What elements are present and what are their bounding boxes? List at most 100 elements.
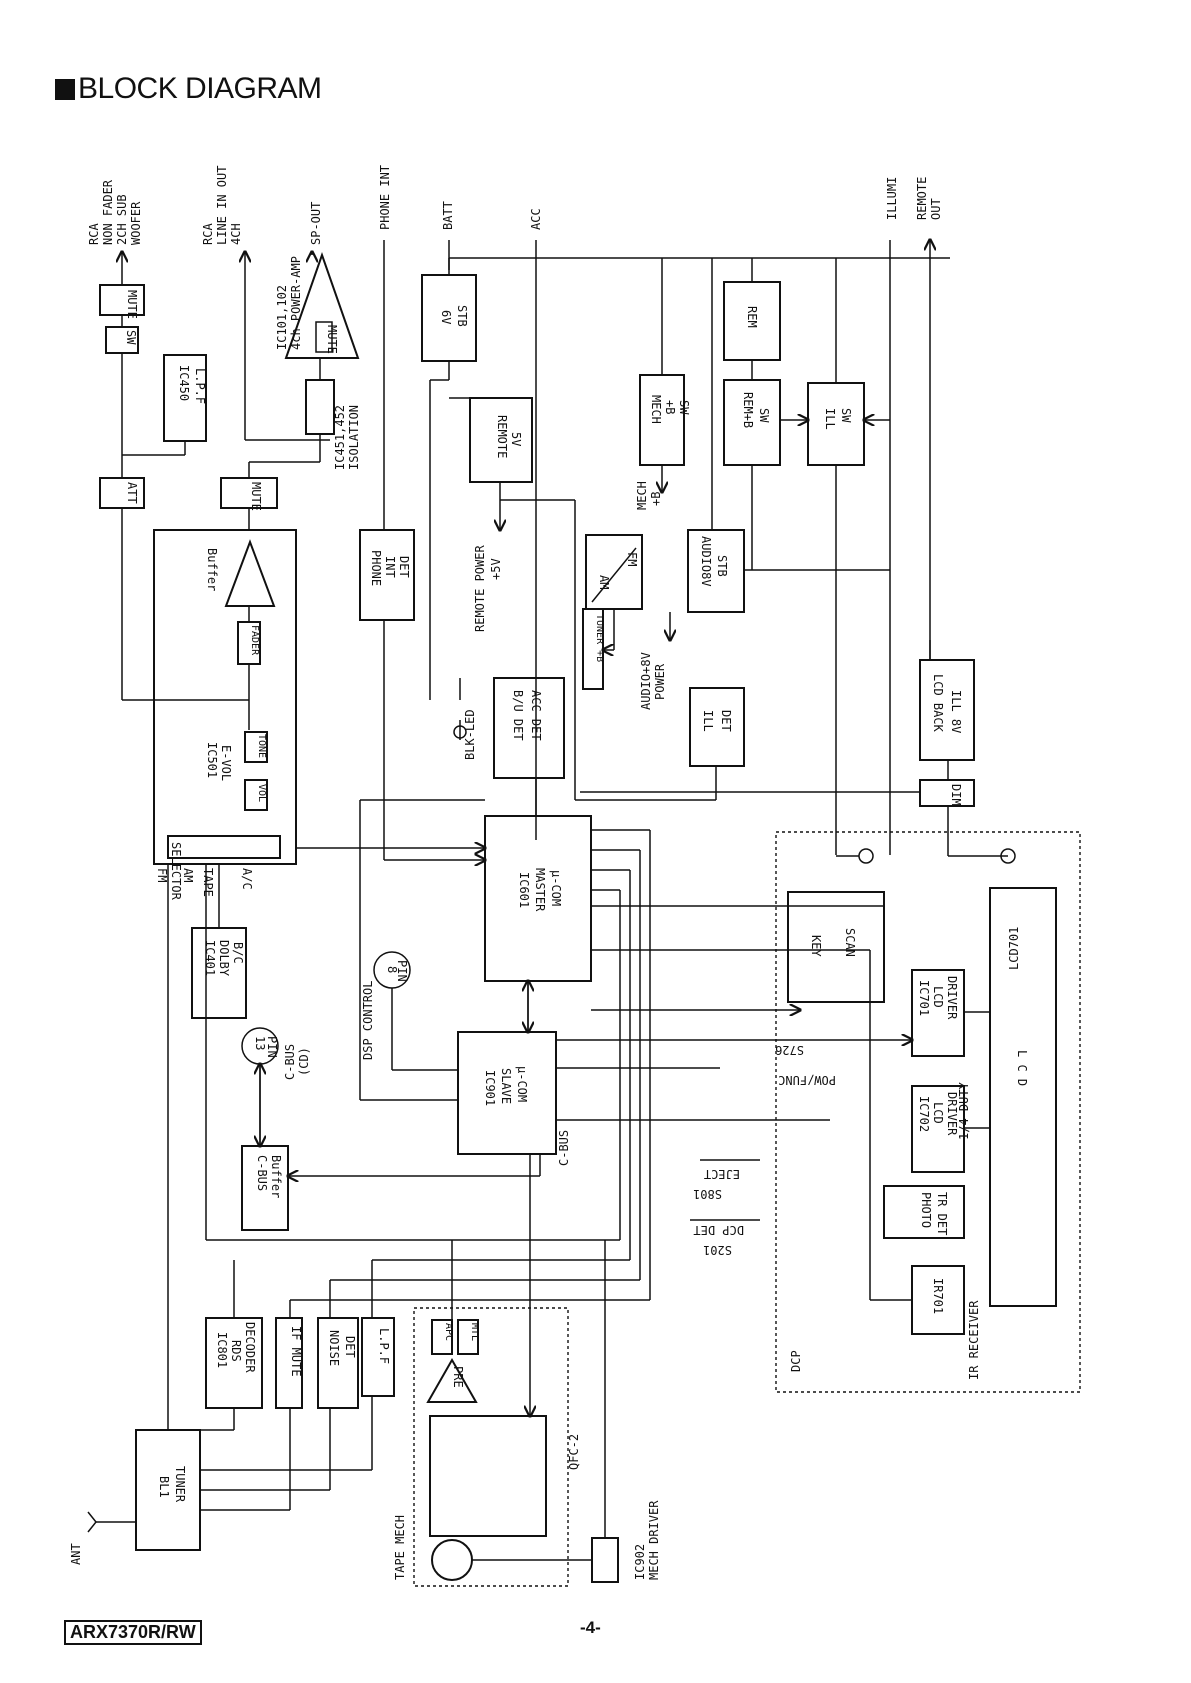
- remote-out-label-2: OUT: [929, 198, 943, 220]
- diagram-element: [153, 529, 297, 865]
- rca-nonfader-label: RCA: [87, 223, 101, 245]
- illumi-label: ILLUMI: [885, 177, 899, 220]
- lcd-backlight-lamp-icon: [1000, 848, 1016, 864]
- mute-block-2: [220, 477, 278, 509]
- audio8v-stb-label: AUDIO8V: [699, 536, 713, 587]
- mech-b-label: MECH: [635, 481, 649, 510]
- ic902-block: [591, 1537, 619, 1583]
- remote-power-label: REMOTE POWER: [473, 545, 487, 632]
- lcd-panel-label: L C D: [1015, 1050, 1029, 1086]
- diagram-element: [315, 321, 333, 353]
- fader-label: FADER: [249, 625, 260, 656]
- ill-sw-label: ILL: [823, 408, 837, 430]
- apc-label: APC: [443, 1323, 454, 1341]
- tuner-label: BL1: [157, 1476, 171, 1498]
- blk-led-icon: [453, 725, 467, 739]
- s201-label: S201: [703, 1243, 732, 1257]
- ic701-block: [911, 969, 965, 1057]
- ic401-label: IC401: [203, 940, 217, 976]
- title-bullet-square: [55, 79, 75, 100]
- ill-sw-label-2: SW: [839, 408, 853, 423]
- photo-tr-label-2: TR DET: [935, 1192, 949, 1235]
- ic401-label-3: B/C: [231, 942, 245, 964]
- signal-line: [591, 547, 637, 603]
- remote-out-label: REMOTE: [915, 177, 929, 220]
- dim-block: [919, 779, 975, 807]
- illumination-lamp-icon: [858, 848, 874, 864]
- lcd701-label: LCD701: [1007, 927, 1021, 970]
- dcp-label: DCP: [789, 1350, 803, 1372]
- ac-input-label: A/C: [240, 868, 254, 890]
- cbus-line-label: C-BUS: [557, 1130, 571, 1166]
- lcd-panel: [989, 887, 1057, 1307]
- att-block-label: ATT: [125, 482, 139, 504]
- mech-b-label-2: +B: [649, 492, 663, 506]
- rca-nonfader-label-3: 2CH SUB: [115, 194, 129, 245]
- batt-label: BATT: [441, 201, 455, 230]
- stb6v-label: 6V: [439, 310, 453, 324]
- audio8v-power-label-2: POWER: [653, 663, 667, 700]
- audio8v-stb-label-2: STB: [715, 555, 729, 577]
- ic702-label-3: DRIVER: [945, 1092, 959, 1136]
- remote-power-label-2: +5V: [489, 558, 503, 580]
- cbus-cd-label-2: (CD): [297, 1047, 311, 1076]
- tape-dashed-boundary: [413, 1307, 569, 1587]
- power-amp-label-2: 4ch POWER-AMP: [289, 256, 303, 350]
- phone-det-block: [359, 529, 415, 621]
- dim-label: DIM: [949, 784, 963, 806]
- isolation-block: [305, 379, 335, 435]
- evol-block: Buffer FADER TONE VOL SELECTOR IC501 E-V…: [121, 529, 485, 901]
- stb6v-label-2: STB: [455, 305, 469, 327]
- vol-block: [244, 779, 268, 811]
- selector-label: SELECTOR: [169, 842, 183, 901]
- page-title: BLOCK DIAGRAM: [55, 72, 322, 106]
- mute-block-2-label: MUTE: [249, 482, 263, 511]
- rca-nonfader-label-2: NON FADER: [101, 179, 115, 245]
- power-amp-triangle: [284, 251, 360, 359]
- master-label-2: MASTER: [533, 868, 547, 912]
- antenna-icon: [87, 1511, 97, 1533]
- tuner-area: BL1 TUNER IC801 RDS DECODER IF MUTE NOIS…: [87, 864, 395, 1551]
- ill-det-label-2: DET: [719, 710, 733, 732]
- ic702-label: IC702: [917, 1096, 931, 1132]
- pre-label: PRE: [451, 1366, 465, 1388]
- duty-label: 1/4 DUTY: [957, 1081, 971, 1140]
- cbus-section: IC401 DOLBY B/C 13 PIN C-BUS (CD) C-BUS …: [191, 864, 620, 1241]
- page-number: -4-: [580, 1618, 601, 1637]
- lcd-back-block: [919, 659, 975, 761]
- lpf2-block: [361, 1317, 395, 1397]
- isolation-label-2: ISOLATION: [347, 405, 361, 470]
- tape-mech-box: [429, 1415, 547, 1537]
- rca-line-label-3: 4CH: [229, 223, 243, 245]
- dsp-control-label: DSP CONTROL: [361, 981, 375, 1060]
- evol-title-2: E-VOL: [219, 745, 233, 781]
- dcp-dashed-boundary: [775, 831, 1081, 1393]
- rca-line-label-2: LINE IN OUT: [215, 166, 229, 245]
- photo-tr-label: PHOTO: [919, 1192, 933, 1228]
- s801-label: S801: [693, 1187, 722, 1201]
- bu-det-label: B/U DET: [511, 690, 525, 741]
- audio8v-stb-block: [687, 529, 745, 613]
- mech-sw-label: MECH: [649, 395, 663, 424]
- io-labels: RCA NON FADER 2CH SUB WOOFER RCA LINE IN…: [69, 165, 943, 1565]
- ic701-label: IC701: [917, 980, 931, 1016]
- lcd-back-label-2: ILL 8V: [949, 690, 963, 733]
- ill-det-block: [689, 687, 745, 767]
- ic702-block: [911, 1085, 965, 1173]
- ic902-label: IC902: [633, 1544, 647, 1580]
- apc-box: [431, 1319, 453, 1355]
- tape-input-label: TAPE: [201, 868, 215, 897]
- ic902-label-2: MECH DRIVER: [647, 1500, 661, 1580]
- audio8v-power-label: AUDIO+8V: [639, 652, 653, 710]
- master-com-block: [484, 815, 592, 982]
- remote5v-block: [469, 397, 533, 483]
- isolation-label: IC451,452: [333, 405, 347, 470]
- photo-tr-block: [883, 1185, 965, 1239]
- rca-line-label: RCA: [201, 223, 215, 245]
- eject-label: EJECT: [704, 1167, 740, 1181]
- pin8-label: 8: [385, 966, 399, 973]
- top-io-lines: [122, 240, 950, 855]
- qfc-label: QFC-2: [567, 1434, 581, 1470]
- ic801-label-3: DECODER: [243, 1322, 257, 1373]
